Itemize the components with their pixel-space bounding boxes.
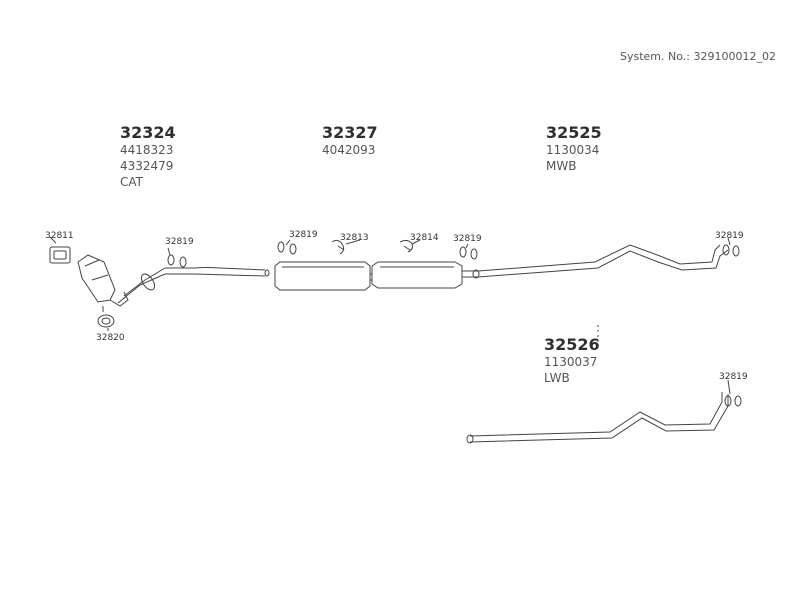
bracket-32813 (331, 239, 345, 255)
callout-32819: 32819 (715, 231, 744, 241)
callout-32813: 32813 (340, 233, 369, 243)
variant-note: LWB (544, 371, 570, 385)
part-number: 32525 (546, 123, 602, 142)
ref-number: 1130037 (544, 355, 598, 369)
callout-32819: 32819 (289, 230, 318, 240)
front-pipe (165, 267, 266, 277)
ref-number: 1130034 (546, 143, 600, 157)
callout-32819: 32819 (453, 234, 482, 244)
tail-pipe-lwb (469, 392, 729, 443)
part-number: 32327 (322, 123, 378, 142)
variant-note: CAT (120, 175, 143, 189)
system-number: System. No.: 329100012_02 (620, 50, 776, 63)
clamp-32820 (97, 306, 115, 328)
variant-note: MWB (546, 159, 577, 173)
group-32324: 32324 4418323 4332479 CAT (120, 124, 176, 190)
part-number: 32526 (544, 335, 600, 354)
tail-pipe-mwb (477, 244, 729, 278)
catalytic-converter (77, 254, 166, 307)
group-32327: 32327 4042093 (322, 124, 378, 158)
group-32525: 32525 1130034 MWB (546, 124, 602, 174)
front-flange-gasket (49, 236, 71, 264)
callout-32819: 32819 (719, 372, 748, 382)
ref-number: 4332479 (120, 159, 174, 173)
callout-32819: 32819 (165, 237, 194, 247)
center-silencer-assembly (274, 261, 478, 291)
callout-32814: 32814 (410, 233, 439, 243)
ref-number: 4042093 (322, 143, 376, 157)
callout-32811: 32811 (45, 231, 74, 241)
callout-32820: 32820 (96, 333, 125, 343)
rubber-hangers (167, 241, 742, 407)
group-32526: 32526 1130037 LWB (544, 336, 600, 386)
ref-number: 4418323 (120, 143, 174, 157)
part-number: 32324 (120, 123, 176, 142)
